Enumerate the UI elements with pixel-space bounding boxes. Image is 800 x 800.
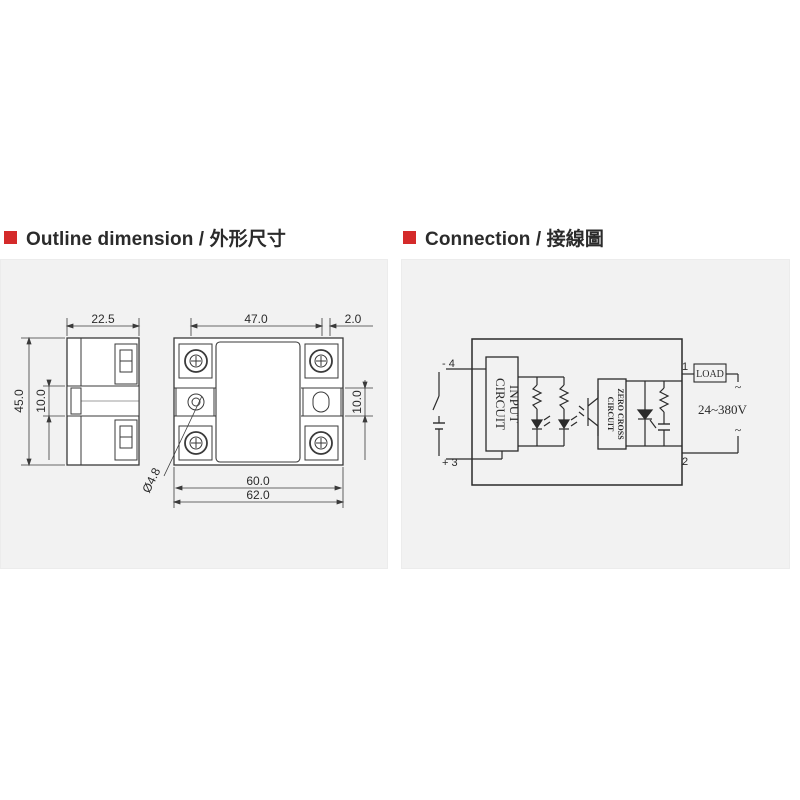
dim-bottom <box>172 467 345 508</box>
dim-height <box>21 336 65 467</box>
terminal-plus-3: + 3 <box>442 457 458 469</box>
connection-title: Connection / 接線圖 <box>425 228 604 250</box>
dim-side-width <box>65 318 141 336</box>
dim-right-slot <box>345 380 373 460</box>
connection-diagram: - 4 + 3 1 2 INPUT CIRCUIT ZERO CROSS CIR… <box>432 338 748 486</box>
input-circuit-label-2: CIRCUIT <box>493 378 508 430</box>
terminal-minus-4: - 4 <box>442 358 455 370</box>
label-hole-pitch: 60.0 <box>246 474 270 488</box>
output-circuit <box>626 380 682 447</box>
connection-panel: - 4 + 3 1 2 INPUT CIRCUIT ZERO CROSS CIR… <box>401 259 790 569</box>
outline-heading: Outline dimension / 外形尺寸 <box>4 224 286 250</box>
voltage-label: 24~380V <box>698 402 748 417</box>
label-hole-dia: Ø4.8 <box>139 465 163 495</box>
phototransistor <box>578 390 599 436</box>
terminal-2: 2 <box>682 456 688 468</box>
ac-symbol-bottom: ~ <box>735 423 742 437</box>
ac-symbol-top: ~ <box>735 380 742 394</box>
input-wiring <box>432 368 472 460</box>
outline-drawing: 22.5 45.0 10.0 47.0 2.0 10.0 60.0 62.0 Ø… <box>12 312 373 508</box>
heading-marker-icon <box>403 230 416 244</box>
zero-cross-label-1: ZERO CROSS <box>616 388 625 440</box>
label-slot: 10.0 <box>34 389 48 413</box>
dim-hole-leader <box>163 395 203 477</box>
led-branches <box>518 376 578 447</box>
ssr-body <box>471 338 683 486</box>
label-height: 45.0 <box>12 389 26 413</box>
label-edge: 2.0 <box>345 312 362 326</box>
connection-heading: Connection / 接線圖 <box>403 224 604 250</box>
load-wiring <box>682 363 739 454</box>
load-label: LOAD <box>696 369 724 380</box>
label-body-width: 47.0 <box>244 312 268 326</box>
label-side-width: 22.5 <box>91 312 115 326</box>
terminal-screws <box>178 343 339 461</box>
label-overall: 62.0 <box>246 488 270 502</box>
input-circuit-label-1: INPUT <box>507 385 522 423</box>
dim-slot <box>43 379 65 460</box>
terminal-1: 1 <box>682 361 688 373</box>
label-right-slot: 10.0 <box>350 390 364 414</box>
dim-body-width <box>189 318 373 336</box>
outline-panel: 22.5 45.0 10.0 47.0 2.0 10.0 60.0 62.0 Ø… <box>0 259 388 569</box>
outline-title: Outline dimension / 外形尺寸 <box>26 228 286 250</box>
side-view <box>66 337 140 466</box>
heading-marker-icon <box>4 230 17 244</box>
zero-cross-box <box>597 378 627 450</box>
front-view <box>173 337 344 466</box>
zero-cross-label-2: CIRCUIT <box>606 397 615 432</box>
